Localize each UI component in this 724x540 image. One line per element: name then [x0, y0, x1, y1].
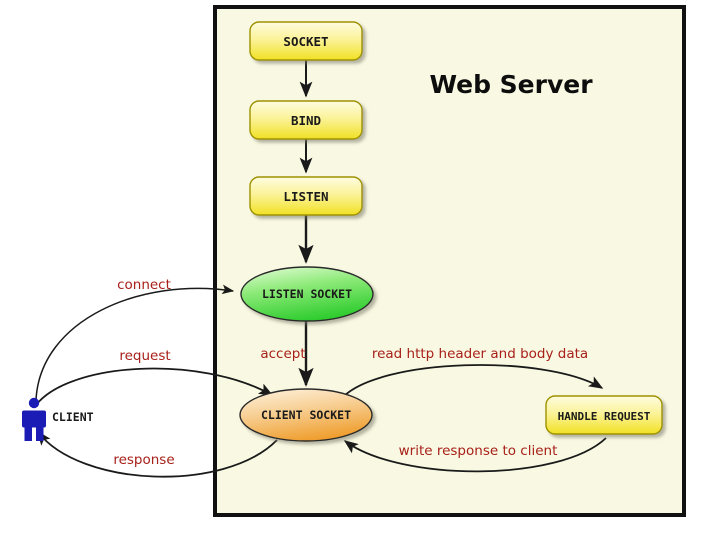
- edge-label-accept: accept: [260, 346, 305, 362]
- node-listen-shape[interactable]: [249, 176, 363, 216]
- node-listen[interactable]: LISTEN: [249, 176, 363, 216]
- node-handle-request-shape[interactable]: [545, 395, 663, 435]
- client-actor[interactable]: CLIENT: [22, 397, 94, 441]
- node-listen-socket[interactable]: LISTEN SOCKET: [240, 266, 374, 322]
- node-handle-request-label: HANDLE REQUEST: [558, 410, 651, 423]
- edge-label-write-response: write response to client: [399, 443, 558, 459]
- person-torso: [22, 410, 46, 428]
- node-listen-socket-shape[interactable]: [240, 266, 374, 322]
- person-leg-left: [24, 426, 32, 441]
- node-bind-shape[interactable]: [249, 100, 363, 140]
- flow-arrows-curved: [35, 284, 607, 478]
- arrow-connect: [35, 284, 235, 401]
- arrow-response: [37, 430, 278, 478]
- node-handle-request[interactable]: HANDLE REQUEST: [545, 395, 663, 435]
- edge-label-response: response: [113, 452, 174, 468]
- edge-labels: connect request accept read http header …: [113, 277, 588, 468]
- node-socket-shape[interactable]: [249, 21, 363, 61]
- node-listen-label: LISTEN: [283, 189, 328, 204]
- arrow-request: [35, 367, 274, 406]
- node-listen-socket-label: LISTEN SOCKET: [262, 287, 352, 301]
- person-leg-right: [36, 426, 44, 441]
- node-bind[interactable]: BIND: [249, 100, 363, 140]
- person-head: [28, 397, 40, 409]
- node-bind-label: BIND: [291, 113, 321, 128]
- edge-label-connect: connect: [117, 277, 171, 293]
- edge-label-request: request: [119, 348, 170, 364]
- edge-label-read-http: read http header and body data: [372, 346, 588, 362]
- arrow-write-response: [343, 437, 607, 473]
- node-socket[interactable]: SOCKET: [249, 21, 363, 61]
- node-client-socket[interactable]: CLIENT SOCKET: [239, 388, 373, 442]
- page-title: Web Server: [429, 70, 593, 99]
- person-icon: [22, 397, 46, 441]
- node-client-socket-label: CLIENT SOCKET: [261, 408, 351, 422]
- node-client-socket-shape[interactable]: [239, 388, 373, 442]
- arrow-read-request: [341, 364, 604, 399]
- node-socket-label: SOCKET: [283, 34, 328, 49]
- client-actor-label: CLIENT: [52, 410, 94, 424]
